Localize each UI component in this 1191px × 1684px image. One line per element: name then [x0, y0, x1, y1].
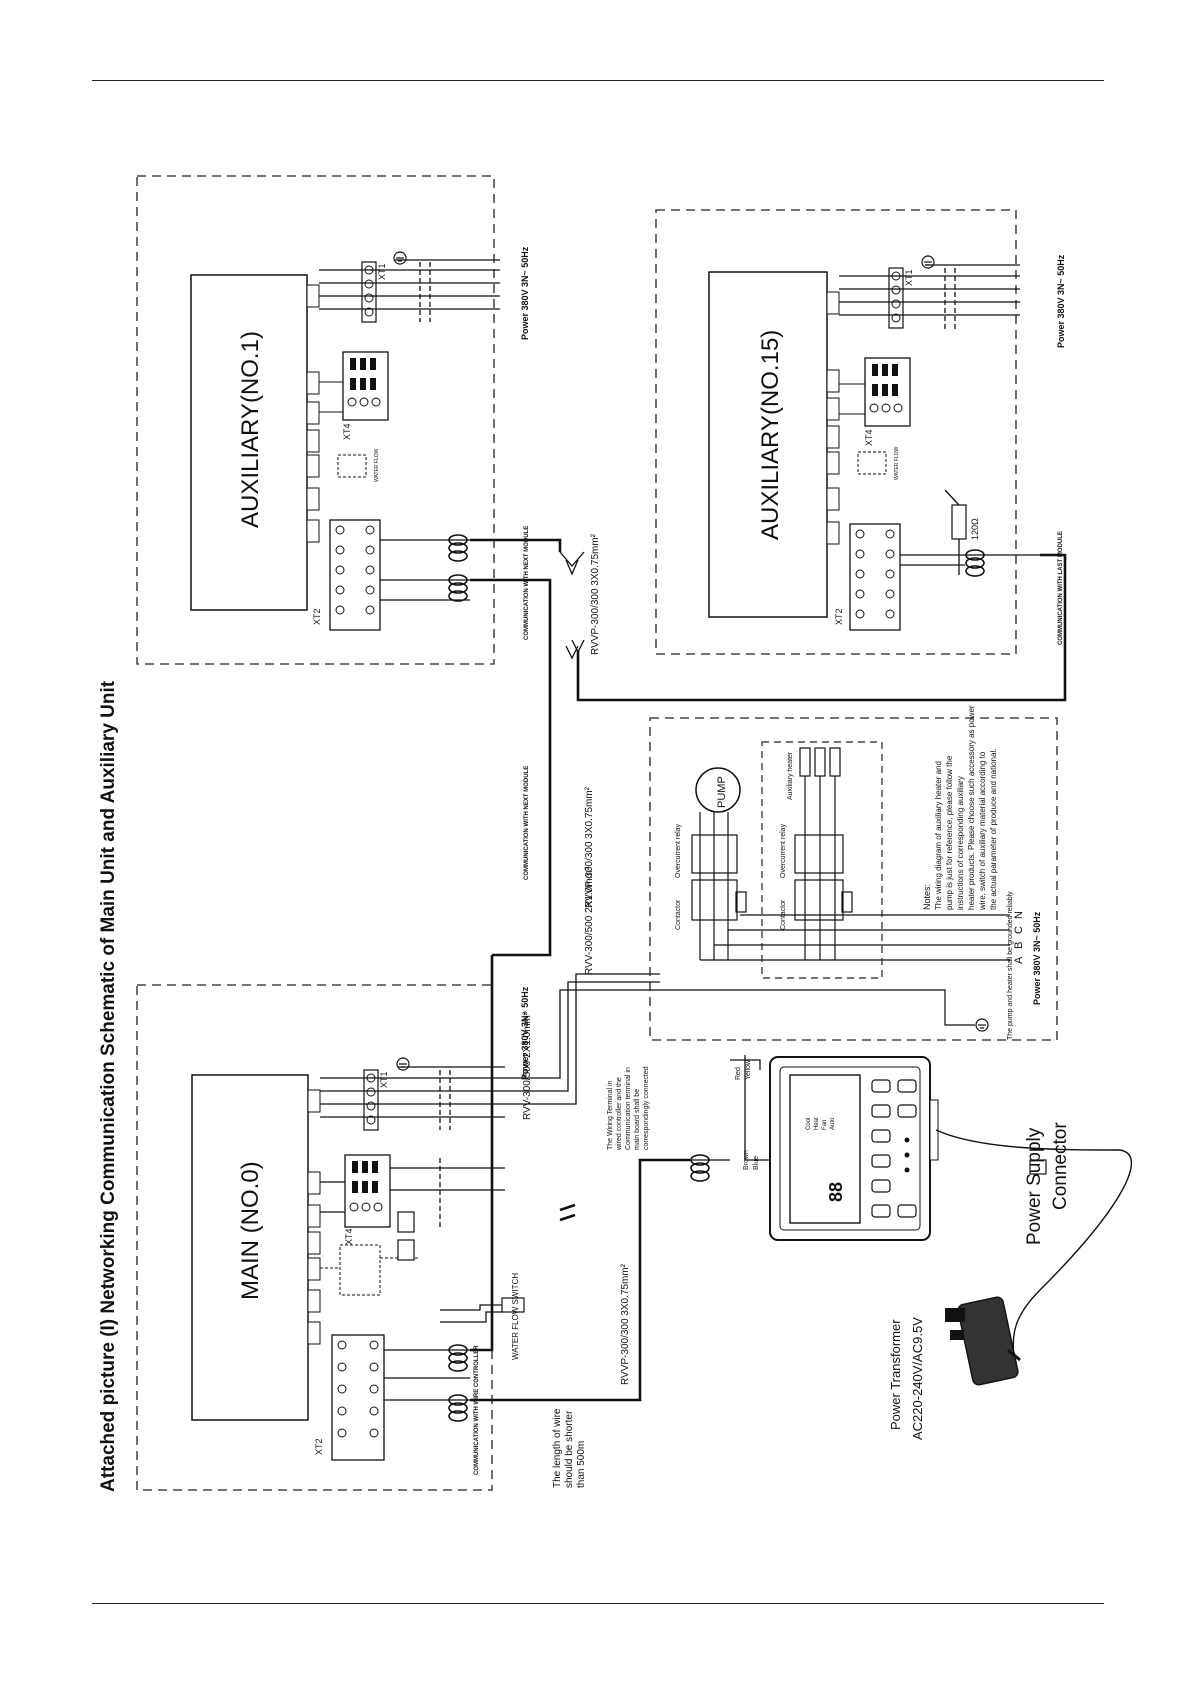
svg-text:Connector: Connector [1050, 1122, 1071, 1210]
aux1-module: AUXILIARY(NO.1) XT1 Power 380V 3N~ 50Hz [136, 175, 530, 665]
main-power: Power 380V 3N~ 50Hz [520, 986, 530, 1080]
aux15-module: AUXILIARY(NO.15) XT1 Power 380V 3N~ 50Hz [655, 209, 1066, 655]
svg-text:Communication terminal in: Communication terminal in [625, 1067, 632, 1150]
main-xt4: XT4 [344, 1228, 354, 1245]
wire-length-note: The length of wire should be shorter tha… [552, 1408, 587, 1488]
aux15-name: AUXILIARY(NO.15) [757, 330, 784, 540]
pump-heater-box: PUMP Contactor Overcurrent relay Auxilia… [649, 705, 1058, 1041]
svg-text:The length of wire: The length of wire [552, 1408, 563, 1488]
svg-text:heater products. Please choose: heater products. Please choose such acce… [967, 705, 976, 910]
heater-overcurrent: Overcurrent relay [780, 823, 787, 878]
top-rule [92, 80, 1104, 81]
svg-text:wire, switch of auxiliary mate: wire, switch of auxiliary material accor… [978, 751, 987, 911]
aux1-power: Power 380V 3N~ 50Hz [520, 246, 530, 340]
supply-connector-label: Power Supply Connector [1024, 1122, 1071, 1245]
heater-label: Auxiliary heater [787, 751, 794, 800]
pump-power: Power 380V 3N~ 50Hz [1032, 911, 1042, 1005]
transformer-label2: AC220-240V/AC9.5V [910, 1317, 925, 1440]
svg-text:Yellow: Yellow [745, 1059, 752, 1080]
main-name: MAIN (NO.0) [237, 1161, 264, 1300]
svg-text:Heat: Heat [814, 1117, 820, 1130]
svg-text:WATER FLOW: WATER FLOW [894, 446, 900, 480]
svg-text:Power Supply: Power Supply [1024, 1127, 1045, 1245]
aux1-name: AUXILIARY(NO.1) [237, 331, 264, 528]
svg-text:correspondingly connected: correspondingly connected [643, 1066, 650, 1150]
cable-rvvp-aux: RVVP-300/300 3X0.75mm² [590, 533, 601, 655]
bottom-rule [92, 1603, 1104, 1604]
controller-modes: Cool Heat Fan Auto [806, 1117, 836, 1130]
ground-note: The pump and heater shall be grounded re… [1007, 891, 1014, 1040]
svg-text:N: N [1013, 911, 1025, 919]
svg-text:Auto: Auto [830, 1117, 836, 1130]
aux15-resistor: 120Ω [970, 518, 980, 540]
svg-text:Cool: Cool [806, 1118, 812, 1130]
aux1-comm-label: COMMUNICATION WITH NEXT MODULE [524, 526, 530, 640]
svg-text:than 500m: than 500m [576, 1441, 587, 1488]
svg-text:wired controller and the: wired controller and the [616, 1077, 623, 1151]
main-comm-controller: COMMUNICATION WITH WIRE CONTROLLER [474, 1345, 480, 1475]
controller-terminal-note: The Wiring Terminal in wired controller … [607, 1066, 650, 1151]
cable-rvv-aux: RVV-300/500 2X1.0mm² [584, 866, 595, 975]
main-xt2: XT2 [314, 1438, 324, 1455]
pump-label: PUMP [716, 776, 728, 808]
svg-text:instructions of corresponding: instructions of corresponding auxiliary [956, 776, 965, 910]
svg-text:Blue: Blue [753, 1156, 760, 1170]
cable-rvvp-ctrl: RVVP-300/300 3X0.75mm² [620, 1263, 631, 1385]
svg-text:B: B [1013, 942, 1025, 949]
cable-rvvp-main: RVVP-300/300 3X0.75mm² [584, 786, 595, 908]
cable-break-marks [559, 551, 585, 660]
svg-text:The wiring diagram of auxiliar: The wiring diagram of auxiliary heater a… [934, 761, 943, 910]
aux15-power: Power 380V 3N~ 50Hz [1056, 254, 1066, 348]
svg-text:main board shall be: main board shall be [634, 1089, 641, 1150]
pump-overcurrent: Overcurrent relay [675, 823, 682, 878]
main-xt1: XT1 [379, 1071, 389, 1088]
svg-text:Red: Red [735, 1067, 742, 1080]
pump-abcn: A B C N [1013, 911, 1025, 964]
svg-text:A: A [1013, 956, 1025, 964]
power-transformer: Power Transformer AC220-240V/AC9.5V [888, 1296, 1021, 1440]
aux15-comm-label: COMMUNICATION WITH LAST MODULE [1058, 531, 1064, 645]
connector-colors: Red Yellow Brown Blue [735, 1059, 760, 1170]
svg-text:Notes:: Notes: [922, 884, 932, 910]
svg-text:pump is just for reference, pl: pump is just for reference, please follo… [945, 755, 954, 910]
wired-controller: 88 Cool Heat Fan Auto Red Yellow Brown B… [690, 1055, 1133, 1361]
aux-comm-next-mid: COMMUNICATION WITH NEXT MODULE [524, 766, 530, 880]
aux1-xt2: XT2 [312, 608, 322, 625]
cable-rvv-main: RVV-300/500 2X1.0mm² [522, 1011, 533, 1120]
svg-text:WATER FLOW: WATER FLOW [374, 448, 380, 482]
svg-text:should be shorter: should be shorter [564, 1410, 575, 1488]
pump-notes: Notes: The wiring diagram of auxiliary h… [922, 705, 998, 911]
svg-text:Fan: Fan [822, 1120, 828, 1130]
aux15-xt2: XT2 [834, 608, 844, 625]
main-water-flow: WATER FLOW SWITCH [511, 1273, 520, 1360]
pump-contactor: Contactor [675, 899, 682, 930]
aux15-xt4: XT4 [864, 429, 874, 446]
aux15-xt1: XT1 [904, 269, 914, 286]
main-module: MAIN (NO.0) XT1 Power 380V 3N~ 50Hz [136, 984, 530, 1491]
aux1-xt1: XT1 [377, 263, 387, 280]
aux1-xt4: XT4 [342, 423, 352, 440]
svg-text:the actual parameter of produc: the actual parameter of produce and nati… [989, 749, 998, 910]
comm-bus [470, 538, 1067, 957]
controller-digits: 88 [826, 1182, 846, 1202]
svg-text:Brown: Brown [743, 1150, 750, 1170]
page-title: Attached picture (I) Networking Communic… [98, 680, 119, 1492]
transformer-label1: Power Transformer [888, 1319, 903, 1430]
svg-text:The Wiring Terminal in: The Wiring Terminal in [607, 1080, 614, 1150]
svg-text:C: C [1013, 926, 1025, 934]
